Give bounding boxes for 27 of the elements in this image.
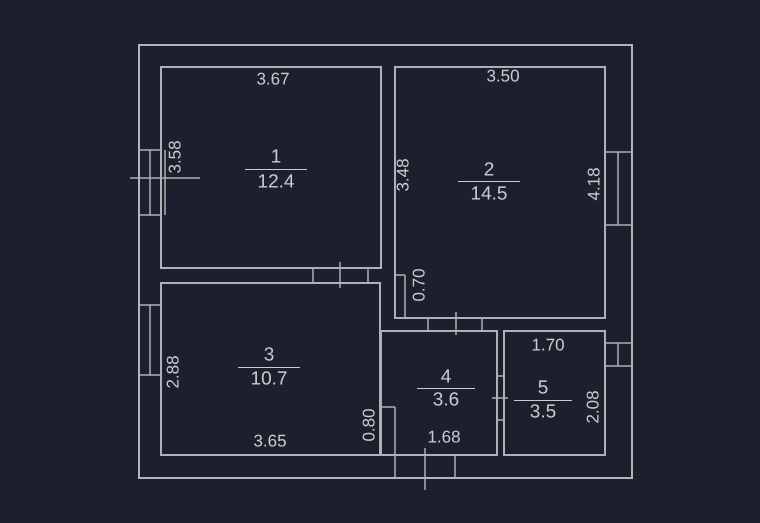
dimension-label: 2.88	[164, 355, 182, 389]
room-area: 12.4	[258, 172, 294, 192]
dimension-label: 3.67	[256, 70, 290, 88]
room-area: 3.5	[530, 402, 556, 422]
room-outline	[380, 330, 498, 456]
room-area: 3.6	[432, 390, 460, 410]
room-area: 14.5	[470, 184, 508, 204]
room-outline	[160, 66, 382, 269]
room-outline	[394, 66, 606, 319]
dimension-label: 3.65	[253, 432, 287, 450]
dimension-label: 1.70	[531, 336, 565, 354]
dimension-label: 3.50	[486, 68, 520, 84]
room-number: 4	[440, 368, 452, 386]
room-number: 3	[264, 346, 274, 364]
dimension-label: 3.58	[166, 140, 184, 174]
dimension-label: 1.68	[427, 428, 461, 446]
dimension-label: 4.18	[586, 167, 602, 201]
dimension-label: 0.80	[360, 408, 378, 442]
room-number: 5	[538, 378, 548, 398]
room-number: 2	[484, 160, 494, 180]
dimension-label: 3.48	[394, 158, 412, 192]
dimension-label: 2.08	[584, 390, 602, 424]
room-outline	[503, 330, 606, 456]
room-number: 1	[270, 148, 282, 166]
dimension-label: 0.70	[410, 268, 428, 302]
room-outline	[160, 282, 381, 456]
room-area: 10.7	[250, 370, 288, 388]
